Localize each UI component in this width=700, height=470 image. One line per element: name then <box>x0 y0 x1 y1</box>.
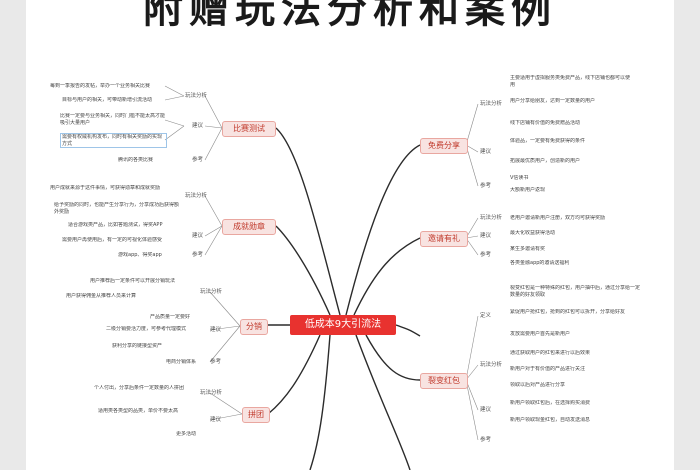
branch-mianfei: 免费分享 <box>420 138 468 154</box>
branch-fenxiao: 分销 <box>240 319 268 335</box>
label-jianyi: 建议 <box>210 417 222 423</box>
leaf-text: 用户成就来源于这件事情，可获得勋章和成就奖励 <box>50 185 161 191</box>
label-cankao: 参考 <box>480 183 492 189</box>
leaf-text: 新用户对于有价值的产品进行关注 <box>510 366 586 372</box>
leaf-text: 新用户领取现金红包，自动发送消息 <box>510 417 591 423</box>
label-dingyi: 定义 <box>480 313 492 319</box>
leaf-text: 二级分销要活力度，可参考代理模式 <box>106 326 187 332</box>
leaf-text: 紧促用户抢红包，抢到的红包可以拆开，分享给好友 <box>510 309 626 315</box>
label-jianyi: 建议 <box>480 407 492 413</box>
label-cankao: 参考 <box>192 157 204 163</box>
leaf-text: 腾讯的各类比赛 <box>118 157 154 163</box>
label-wanfa: 玩法分析 <box>200 289 223 295</box>
leaf-text: 用户分享给朋友，达到一定数量的用户 <box>510 98 596 104</box>
leaf-text: 电商分销体系 <box>166 359 197 365</box>
leaf-text: 线下店铺有价值的免费赠品活动 <box>510 120 581 126</box>
label-wanfa: 玩法分析 <box>480 362 503 368</box>
leaf-text: 裂变红包是一种特殊的红包，用户抽中后，通过分享给一定数量的好友领取 <box>510 285 640 298</box>
leaf-text: 给予奖励的同时，也能产生分享行为，分享成功后获得额外奖励 <box>54 202 180 215</box>
leaf-text: 各类金融app的邀请送福利 <box>510 260 570 266</box>
page-title: 附赠玩法分析和案例 <box>143 0 557 32</box>
label-cankao: 参考 <box>192 252 204 258</box>
leaf-text: 个人付出，分享后条件一定数量的人拼团 <box>94 385 185 391</box>
label-wanfa: 玩法分析 <box>185 193 208 199</box>
leaf-text: 适用类各类型的品类，单价不要太高 <box>98 408 179 414</box>
leaf-text: 大额新用户返现 <box>510 187 546 193</box>
label-wanfa: 玩法分析 <box>200 390 223 396</box>
leaf-text: 老用户邀请新用户注册，双方均可获得奖励 <box>510 215 606 221</box>
leaf-text: 领取以后对产品进行分享 <box>510 382 566 388</box>
leaf-text: 用户推荐后一定条件可以开展分销玩法 <box>90 278 176 284</box>
leaf-text-highlighted: 需要有权威机构发布，同时有相关奖励的实现方式 <box>60 133 167 148</box>
center-node: 低成本9大引流法 <box>290 315 396 335</box>
branch-pintuan: 拼团 <box>242 407 270 423</box>
label-wanfa: 玩法分析 <box>480 101 503 107</box>
label-jianyi: 建议 <box>192 233 204 239</box>
leaf-text: 某生多邀请有奖 <box>510 246 546 252</box>
branch-bisai: 比赛测试 <box>222 121 276 137</box>
label-cankao: 参考 <box>210 359 222 365</box>
leaf-text: 通过获取用户的红包来进行以后效果 <box>510 350 591 356</box>
leaf-text: 新用户领取红包后，在选择购买消费 <box>510 400 591 406</box>
leaf-text: 获利分享的链接型资产 <box>112 343 163 349</box>
branch-yaoqing: 邀请有礼 <box>420 231 468 247</box>
label-jianyi: 建议 <box>210 327 222 333</box>
label-jianyi: 建议 <box>192 123 204 129</box>
branch-chengjiu: 成就勋章 <box>222 219 276 235</box>
leaf-text: 发放需要用户首先是新用户 <box>510 331 571 337</box>
leaf-text: 最大化收益获得活动 <box>510 230 556 236</box>
label-wanfa: 玩法分析 <box>480 215 503 221</box>
leaf-text: 体验品，一定要有免费获得的条件 <box>510 138 586 144</box>
label-jianyi: 建议 <box>480 233 492 239</box>
leaf-text: 用户获得佣金从推荐人员来计算 <box>66 293 137 299</box>
label-cankao: 参考 <box>480 252 492 258</box>
leaf-text: 适合游戏类产品，比如答题测试，得奖APP <box>68 222 163 228</box>
leaf-text: 目标与用户的相关，可带动新增引流活动 <box>62 97 153 103</box>
label-cankao: 参考 <box>480 437 492 443</box>
leaf-text: 比赛一定要与业务相关，同时门槛不能太高才能吸引大量用户 <box>60 113 165 126</box>
branch-liebian: 裂变红包 <box>420 373 468 389</box>
leaf-text: V信读书 <box>510 175 529 181</box>
leaf-text: 主要适用于虚拟服务类免费产品，线下店铺也都可以使用 <box>510 75 630 88</box>
leaf-text: 需要用户再使用后，有一定的可视化体验感受 <box>62 237 163 243</box>
label-wanfa: 玩法分析 <box>185 93 208 99</box>
leaf-text: 每到一季报告的发帖，举办一个业务相关比赛 <box>50 83 151 89</box>
leaf-text: 产品质量一定要好 <box>150 314 191 320</box>
leaf-text: 更多活动 <box>176 431 197 437</box>
mindmap-sheet <box>26 0 674 470</box>
label-jianyi: 建议 <box>480 149 492 155</box>
leaf-text: 游戏app、得奖app <box>118 252 162 258</box>
leaf-text: 拓展最优质用户，创造新的用户 <box>510 158 581 164</box>
